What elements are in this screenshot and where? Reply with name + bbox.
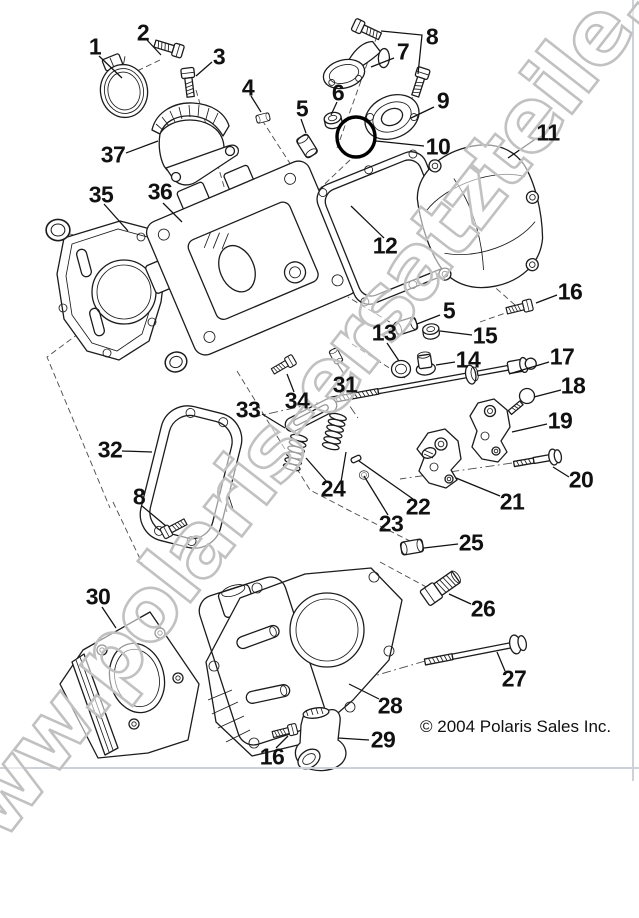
part-spring24b-drawing <box>321 411 348 452</box>
part-rocker19-drawing <box>469 398 511 463</box>
callout-1: 1 <box>88 33 102 60</box>
callout-30: 30 <box>85 583 111 610</box>
part-spring24a-drawing <box>282 432 309 473</box>
callout-5: 5 <box>295 95 309 122</box>
callout-6: 6 <box>331 79 345 106</box>
callout-9: 9 <box>436 87 450 114</box>
part-valve-cover-drawing <box>416 144 544 289</box>
callout-37: 37 <box>100 141 126 168</box>
part-gasket32-drawing <box>139 405 243 549</box>
part-cylinder28-drawing <box>198 567 403 757</box>
part-plug4-drawing <box>255 112 271 124</box>
part-bolt18-drawing <box>507 387 536 416</box>
callout-12: 12 <box>372 232 398 259</box>
callout-17: 17 <box>549 343 575 370</box>
callout-16a: 16 <box>557 278 583 305</box>
callout-11: 11 <box>536 119 560 146</box>
callout-7: 7 <box>396 38 410 65</box>
part-gasket30-drawing <box>59 611 200 759</box>
part-cap31-drawing <box>328 346 344 366</box>
part-bolt2-drawing <box>152 36 186 59</box>
part-rocker21-drawing <box>416 428 462 489</box>
part-nut15-drawing <box>421 322 441 341</box>
part-fitting26-drawing <box>419 570 461 606</box>
callout-25: 25 <box>458 529 484 556</box>
callout-2: 2 <box>136 19 150 46</box>
callout-34: 34 <box>284 387 310 414</box>
callout-10: 10 <box>425 133 451 160</box>
callout-21: 21 <box>499 488 525 515</box>
part-bolt8c-drawing <box>408 65 431 99</box>
callout-31: 31 <box>332 371 358 398</box>
callout-18: 18 <box>560 372 586 399</box>
part-seal13-drawing <box>390 359 412 379</box>
callout-26: 26 <box>470 595 496 622</box>
part-bolt34-drawing <box>269 353 298 377</box>
callout-8: 8 <box>425 23 439 50</box>
callout-3: 3 <box>212 43 226 70</box>
callout-24: 24 <box>320 475 346 502</box>
part-intake-boot-drawing <box>151 102 240 186</box>
callout-35: 35 <box>88 181 114 208</box>
callout-20: 20 <box>568 466 594 493</box>
callout-14: 14 <box>455 346 481 373</box>
callout-4: 4 <box>241 74 255 101</box>
leader-lines <box>98 30 570 749</box>
part-bolt8a-drawing <box>350 17 384 43</box>
callout-27: 27 <box>501 665 527 692</box>
exploded-view-drawing <box>0 0 639 781</box>
part-sleeve5-drawing <box>295 132 319 160</box>
part-cylinder-head-drawing <box>145 160 359 356</box>
callout-28: 28 <box>377 692 403 719</box>
part-bolt3-drawing <box>180 66 198 99</box>
part-seal-mid-drawing <box>161 348 191 376</box>
part-bolt20-drawing <box>512 448 563 468</box>
part-seal-drawing <box>45 218 71 242</box>
part-outlet-drawing <box>322 40 391 90</box>
part-plug25-drawing <box>399 538 425 556</box>
part-head-gasket-drawing <box>56 220 168 361</box>
callout-16b: 16 <box>259 743 285 770</box>
callout-13: 13 <box>371 319 397 346</box>
copyright-text: © 2004 Polaris Sales Inc. <box>420 717 612 736</box>
callout-15: 15 <box>472 322 498 349</box>
callout-32: 32 <box>97 436 123 463</box>
part-bolt14-drawing <box>415 351 436 376</box>
part-valve17-drawing <box>329 356 537 404</box>
callout-29: 29 <box>370 726 396 753</box>
callout-8b: 8 <box>132 483 146 510</box>
part-keepers-drawing <box>350 454 370 480</box>
callout-5b: 5 <box>442 297 456 324</box>
part-oring-drawing <box>335 115 377 159</box>
part-bolt16a-drawing <box>504 298 535 318</box>
callout-22: 22 <box>405 493 431 520</box>
part-clamp-drawing <box>99 53 149 119</box>
part-plate33-drawing <box>284 397 338 433</box>
callout-23: 23 <box>378 510 404 537</box>
part-sleeve5b-drawing <box>392 315 420 337</box>
part-bolt27-drawing <box>423 634 528 666</box>
callout-36: 36 <box>147 178 173 205</box>
part-elbow29-drawing <box>294 707 347 772</box>
callout-33: 33 <box>235 396 261 423</box>
callout-19: 19 <box>547 407 573 434</box>
